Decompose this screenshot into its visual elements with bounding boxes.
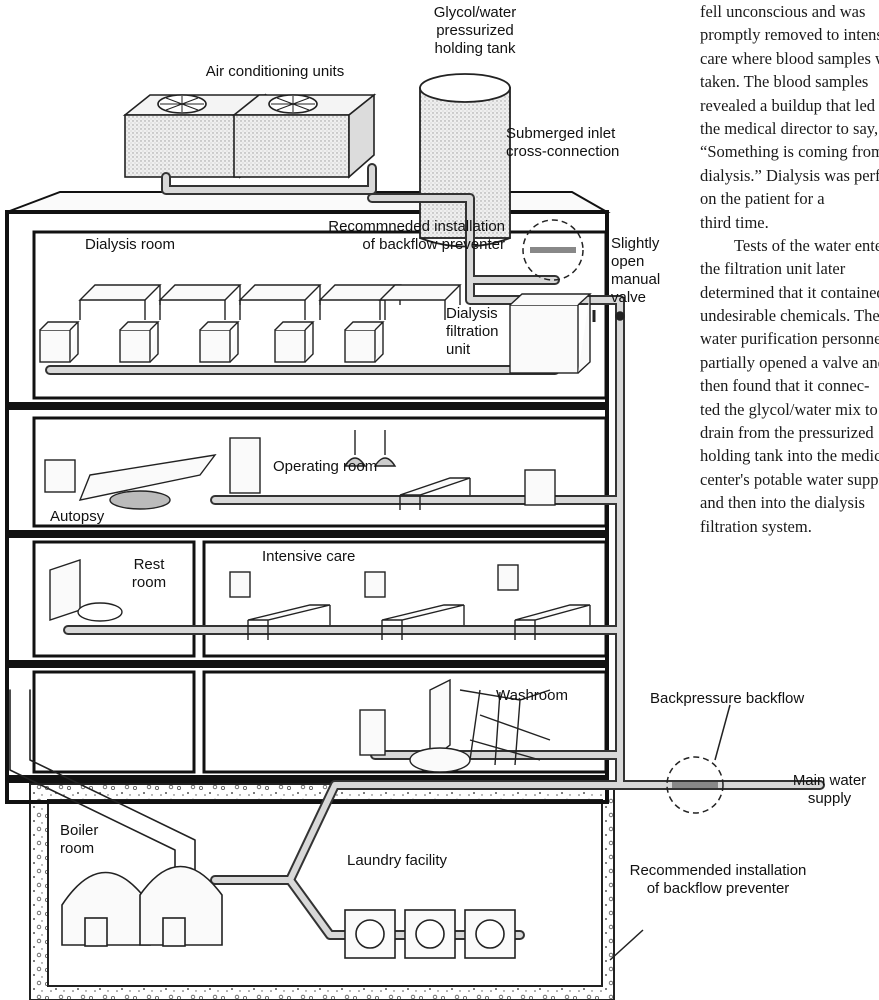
article-line: ted the glycol/water mix to xyxy=(700,399,878,419)
article-line: the medical director to say, xyxy=(700,118,879,138)
recommended-backflow-bottom-label: Recommended installation of backflow pre… xyxy=(629,862,807,897)
dialysis-machines xyxy=(39,293,592,374)
article-line: Tests of the water entering xyxy=(734,235,879,255)
article-line: drain from the pressurized xyxy=(700,423,874,443)
article-line: then found that it connec- xyxy=(700,376,870,396)
boiler-room-label: Boiler room xyxy=(60,822,99,857)
article-line: and then into the dialysis xyxy=(700,493,865,513)
dialysis-room-label: Dialysis room xyxy=(85,236,176,253)
recommended-backflow-top-label: Recommneded installation of backflow pre… xyxy=(328,218,505,253)
glycol-tank-label: Glycol/water pressurized holding tank xyxy=(433,4,517,57)
article-line: undesirable chemicals. The xyxy=(700,306,879,326)
washroom-fixtures xyxy=(359,678,551,773)
operating-room-equipment xyxy=(44,430,556,510)
article-line: center's potable water supply xyxy=(700,469,879,489)
article-line: taken. The blood samples xyxy=(700,72,869,92)
article-line: water purification personnel xyxy=(700,329,879,349)
article-line: care where blood samples were xyxy=(700,48,879,68)
dialysis-beds xyxy=(78,284,462,320)
article-line: promptly removed to intensive xyxy=(700,25,879,45)
dialysis-filtration-label: Dialysis filtration unit xyxy=(446,305,499,358)
article-line: filtration system. xyxy=(700,516,812,536)
article-line: on the patient for a xyxy=(700,189,825,209)
air-conditioning-label: Air conditioning units xyxy=(205,63,345,80)
rest-room-label: Rest room xyxy=(131,556,167,591)
backflow-preventer-markers xyxy=(522,219,731,961)
article-line: determined that it contained xyxy=(700,282,879,302)
article-text: fell unconscious and was promptly remove… xyxy=(700,0,879,610)
intensive-care-beds xyxy=(49,559,591,640)
intensive-care-label: Intensive care xyxy=(262,548,356,565)
article-line: fell unconscious and was xyxy=(700,2,866,21)
submerged-inlet-label: Submerged inlet cross-connection xyxy=(506,125,620,160)
article-line: dialysis.” Dialysis was performed xyxy=(700,165,879,185)
glycol-holding-tank xyxy=(419,73,511,248)
main-water-supply-label: Main water supply xyxy=(792,772,867,807)
article-line: partially opened a valve and xyxy=(700,352,879,372)
article-line: revealed a buildup that led xyxy=(700,95,876,115)
boiler-and-laundry xyxy=(61,865,516,959)
air-conditioning-units xyxy=(122,93,377,179)
autopsy-label: Autopsy xyxy=(50,508,105,525)
washroom-label: Washroom xyxy=(496,687,568,704)
article-line: third time. xyxy=(700,212,769,232)
laundry-facility-label: Laundry facility xyxy=(347,852,448,869)
article-line: “Something is coming from xyxy=(700,142,879,162)
article-line: holding tank into the medical xyxy=(700,446,879,466)
slightly-open-valve-label: Slightly open manual valve xyxy=(611,235,661,306)
backpressure-label: Backpressure backflow xyxy=(650,690,805,707)
operating-room-label: Operating room xyxy=(273,458,378,475)
article-line: the filtration unit later xyxy=(700,259,846,279)
